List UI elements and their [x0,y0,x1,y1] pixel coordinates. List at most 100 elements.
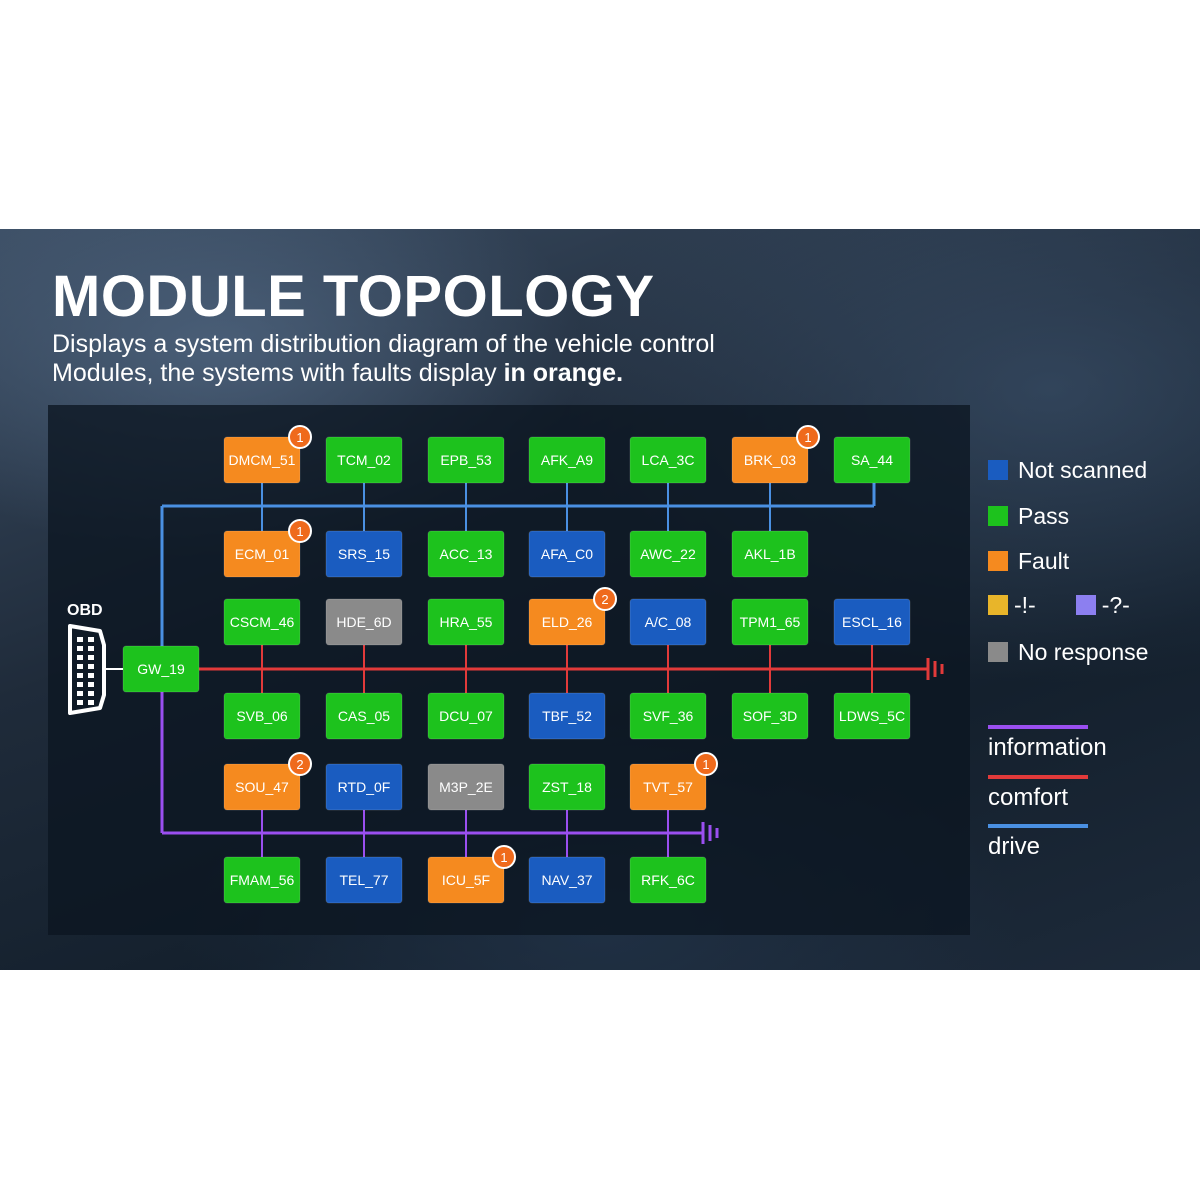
module-box [427,530,505,578]
module-zst-18[interactable]: ZST_18 [528,763,606,811]
page-subtitle: Displays a system distribution diagram o… [52,330,952,388]
module-sof-3d[interactable]: SOF_3D [731,692,809,740]
module-ecm-01[interactable]: ECM_01 1 [223,519,312,578]
module-box [833,598,911,646]
module-box [223,598,301,646]
module-label: TCM_02 [337,452,391,468]
module-lca-3c[interactable]: LCA_3C [629,436,707,484]
legend-fault-label: Fault [1018,547,1070,574]
module-gw-19[interactable]: GW_19 [122,645,200,693]
module-label: SOU_47 [235,779,289,795]
module-tbf-52[interactable]: TBF_52 [528,692,606,740]
module-label: LDWS_5C [839,708,905,724]
legend-drive-label: drive [988,833,1041,860]
module-sou-47[interactable]: SOU_47 2 [223,752,312,811]
subtitle-highlight: in orange. [503,359,624,387]
module-a-c-08[interactable]: A/C_08 [629,598,707,646]
module-svf-36[interactable]: SVF_36 [629,692,707,740]
module-label: ECM_01 [235,546,290,562]
module-box [629,530,707,578]
module-awc-22[interactable]: AWC_22 [629,530,707,578]
module-icu-5f[interactable]: ICU_5F1 [427,845,516,904]
module-label: LCA_3C [642,452,695,468]
module-label: SOF_3D [743,708,797,724]
module-box [731,436,809,484]
module-box [528,856,606,904]
module-label: SRS_15 [338,546,390,562]
module-box [528,692,606,740]
module-box [629,598,707,646]
module-label: AFK_A9 [541,452,593,468]
legend-fault: Fault [988,546,1069,576]
module-label: RTD_0F [338,779,391,795]
fault-count-badge: 2 [288,752,312,776]
module-afk-a9[interactable]: AFK_A9 [528,436,606,484]
fault-swatch [988,551,1008,571]
module-hde-6d[interactable]: HDE_6D [325,598,403,646]
module-label: HDE_6D [336,614,391,630]
module-brk-03[interactable]: BRK_031 [731,425,820,484]
module-ldws-5c[interactable]: LDWS_5C [833,692,911,740]
page-title: MODULE TOPOLOGY [52,264,655,329]
obd-label: OBD [67,602,103,619]
module-box [528,530,606,578]
module-afa-c0[interactable]: AFA_C0 [528,530,606,578]
module-epb-53[interactable]: EPB_53 [427,436,505,484]
module-label: CAS_05 [338,708,390,724]
module-rfk-6c[interactable]: RFK_6C [629,856,707,904]
module-label: SVF_36 [643,708,694,724]
subtitle-line-2: Modules, the systems with faults display [52,359,504,387]
module-akl-1b[interactable]: AKL_1B [731,530,809,578]
module-m3p-2e[interactable]: M3P_2E [427,763,505,811]
legend-pass: Pass [988,501,1069,531]
module-box [833,436,911,484]
warn-swatch [988,595,1008,615]
module-eld-26[interactable]: ELD_262 [528,587,617,646]
module-box [223,763,301,811]
module-box [629,436,707,484]
module-label: SVB_06 [236,708,288,724]
module-cscm-46[interactable]: CSCM_46 [223,598,301,646]
module-label: ACC_13 [440,546,493,562]
module-label: ICU_5F [442,872,490,888]
module-label: ELD_26 [542,614,593,630]
module-nav-37[interactable]: NAV_37 [528,856,606,904]
module-sa-44[interactable]: SA_44 [833,436,911,484]
module-tvt-57[interactable]: TVT_571 [629,752,718,811]
svg-text:2: 2 [296,757,303,772]
module-dcu-07[interactable]: DCU_07 [427,692,505,740]
module-label: NAV_37 [541,872,592,888]
legend-no-response: No response [988,637,1148,667]
module-acc-13[interactable]: ACC_13 [427,530,505,578]
module-svb-06[interactable]: SVB_06 [223,692,301,740]
module-label: ZST_18 [542,779,592,795]
module-tpm1-65[interactable]: TPM1_65 [731,598,809,646]
module-label: RFK_6C [641,872,695,888]
module-label: EPB_53 [440,452,492,468]
module-box [325,436,403,484]
module-label: CSCM_46 [230,614,295,630]
module-box [325,763,403,811]
module-tcm-02[interactable]: TCM_02 [325,436,403,484]
module-cas-05[interactable]: CAS_05 [325,692,403,740]
module-srs-15[interactable]: SRS_15 [325,530,403,578]
module-box [833,692,911,740]
module-label: M3P_2E [439,779,493,795]
module-box [223,530,301,578]
module-dmcm-51[interactable]: DMCM_511 [223,425,312,484]
module-fmam-56[interactable]: FMAM_56 [223,856,301,904]
module-rtd-0f[interactable]: RTD_0F [325,763,403,811]
module-escl-16[interactable]: ESCL_16 [833,598,911,646]
pass-swatch [988,506,1008,526]
module-label: AKL_1B [744,546,795,562]
legend-no-response-label: No response [1018,638,1149,665]
module-box [223,856,301,904]
information-bus-terminator [701,822,719,844]
module-hra-55[interactable]: HRA_55 [427,598,505,646]
svg-text:1: 1 [296,524,303,539]
module-tel-77[interactable]: TEL_77 [325,856,403,904]
fault-count-badge: 1 [288,425,312,449]
module-box [325,530,403,578]
